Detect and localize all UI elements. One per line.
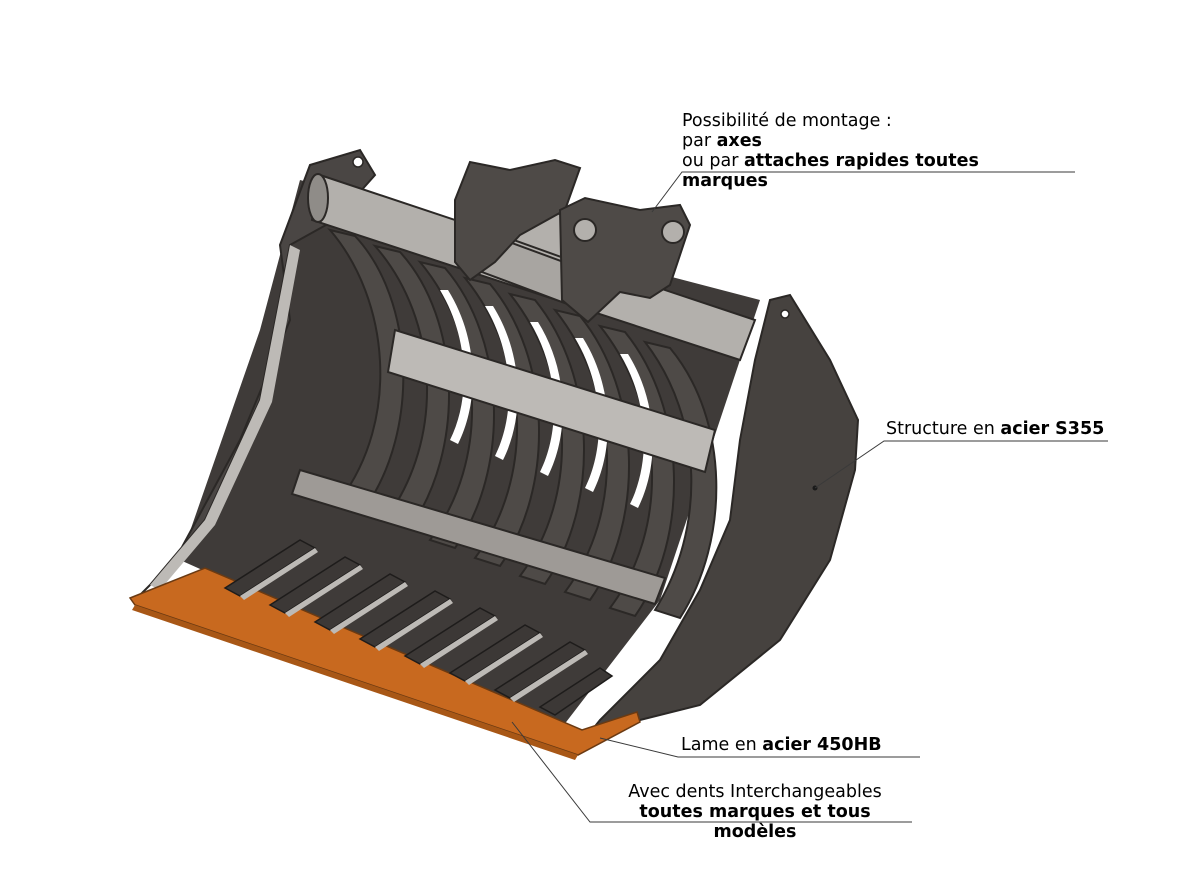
mounting-callout-line4: marques	[682, 171, 768, 191]
blade-leader	[599, 737, 920, 758]
mounting-callout-line3: ou par attaches rapides toutes	[682, 151, 979, 171]
upper-crossbar	[386, 328, 717, 474]
ear-holes	[573, 218, 685, 244]
teeth-callout-line1: Avec dents Interchangeables	[628, 782, 882, 802]
rib-gaps	[440, 290, 653, 508]
blade-front-face	[132, 605, 578, 760]
mounting-callout-line1: Possibilité de montage :	[682, 111, 892, 131]
left-side-edge	[150, 245, 300, 590]
blade-callout: Lame en acier 450HB	[681, 735, 882, 755]
structure-callout: Structure en acier S355	[886, 419, 1105, 439]
bucket-teeth	[223, 539, 614, 716]
tooth-lighter-faces	[240, 548, 588, 702]
lower-crossbar	[290, 468, 667, 606]
teeth-leader	[511, 721, 912, 823]
teeth-callout: Avec dents Interchangeables toutes marqu…	[590, 782, 920, 842]
structure-leader	[814, 440, 1108, 489]
teeth-callout-line3: modèles	[713, 822, 797, 842]
leader-lines	[511, 171, 1108, 823]
teeth-callout-line2: toutes marques et tous	[639, 802, 871, 822]
mount-leader	[651, 171, 1075, 213]
mounting-callout-line2: par axes	[682, 131, 762, 151]
mounting-callout: Possibilité de montage : par axes ou par…	[682, 111, 979, 191]
